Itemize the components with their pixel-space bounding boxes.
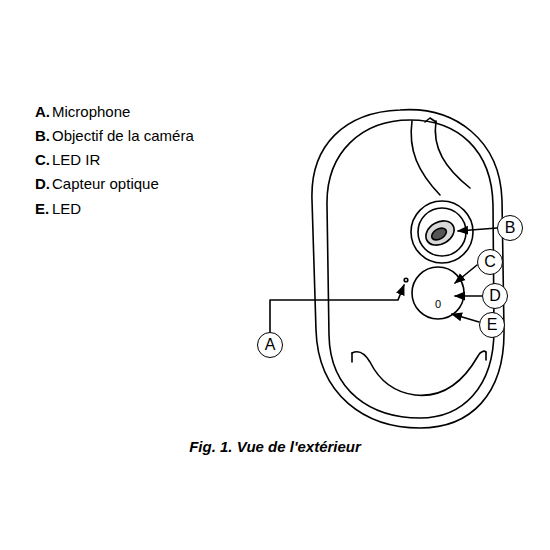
callout-circle: B xyxy=(497,215,523,241)
callout-circle: C xyxy=(477,249,503,275)
lens-ring xyxy=(411,201,473,263)
callout-circle: E xyxy=(479,312,505,338)
callout-circle: A xyxy=(257,332,283,358)
leader-line xyxy=(455,265,477,283)
callout-letter: C xyxy=(484,254,496,270)
top-band xyxy=(411,121,470,195)
leader-line xyxy=(452,314,479,322)
led-mark: 0 xyxy=(435,298,441,310)
bottom-window xyxy=(352,351,486,395)
leader-line xyxy=(455,295,482,297)
figure-caption: Fig. 1. Vue de l'extérieur xyxy=(189,438,361,456)
callout-letter: E xyxy=(487,317,498,333)
lens-ring-inner xyxy=(418,208,466,256)
front-face xyxy=(327,120,494,418)
housing-outline xyxy=(312,110,504,428)
leader-line xyxy=(458,228,497,231)
legend-text: LED xyxy=(52,200,81,218)
lens-pupil xyxy=(430,226,449,243)
bottom-window-lip xyxy=(352,352,486,362)
callout-letter: B xyxy=(505,220,516,236)
microphone-hole xyxy=(404,278,408,282)
legend-text: Capteur optique xyxy=(52,175,159,193)
legend-text: Objectif de la caméra xyxy=(52,127,194,145)
leader-line xyxy=(270,285,404,332)
callout-circle: D xyxy=(482,283,508,309)
callout-letter: D xyxy=(489,288,501,304)
top-notch xyxy=(425,118,436,122)
legend-letter: E. xyxy=(35,200,49,218)
callout-letter: A xyxy=(265,337,276,353)
sensor-window xyxy=(412,267,464,319)
legend-letter: C. xyxy=(35,151,50,169)
legend-text: Microphone xyxy=(52,103,130,121)
legend-letter: D. xyxy=(35,175,50,193)
legend-letter: B. xyxy=(35,127,50,145)
lens-glass xyxy=(422,216,459,250)
legend-letter: A. xyxy=(35,103,50,121)
legend-text: LED IR xyxy=(52,151,100,169)
